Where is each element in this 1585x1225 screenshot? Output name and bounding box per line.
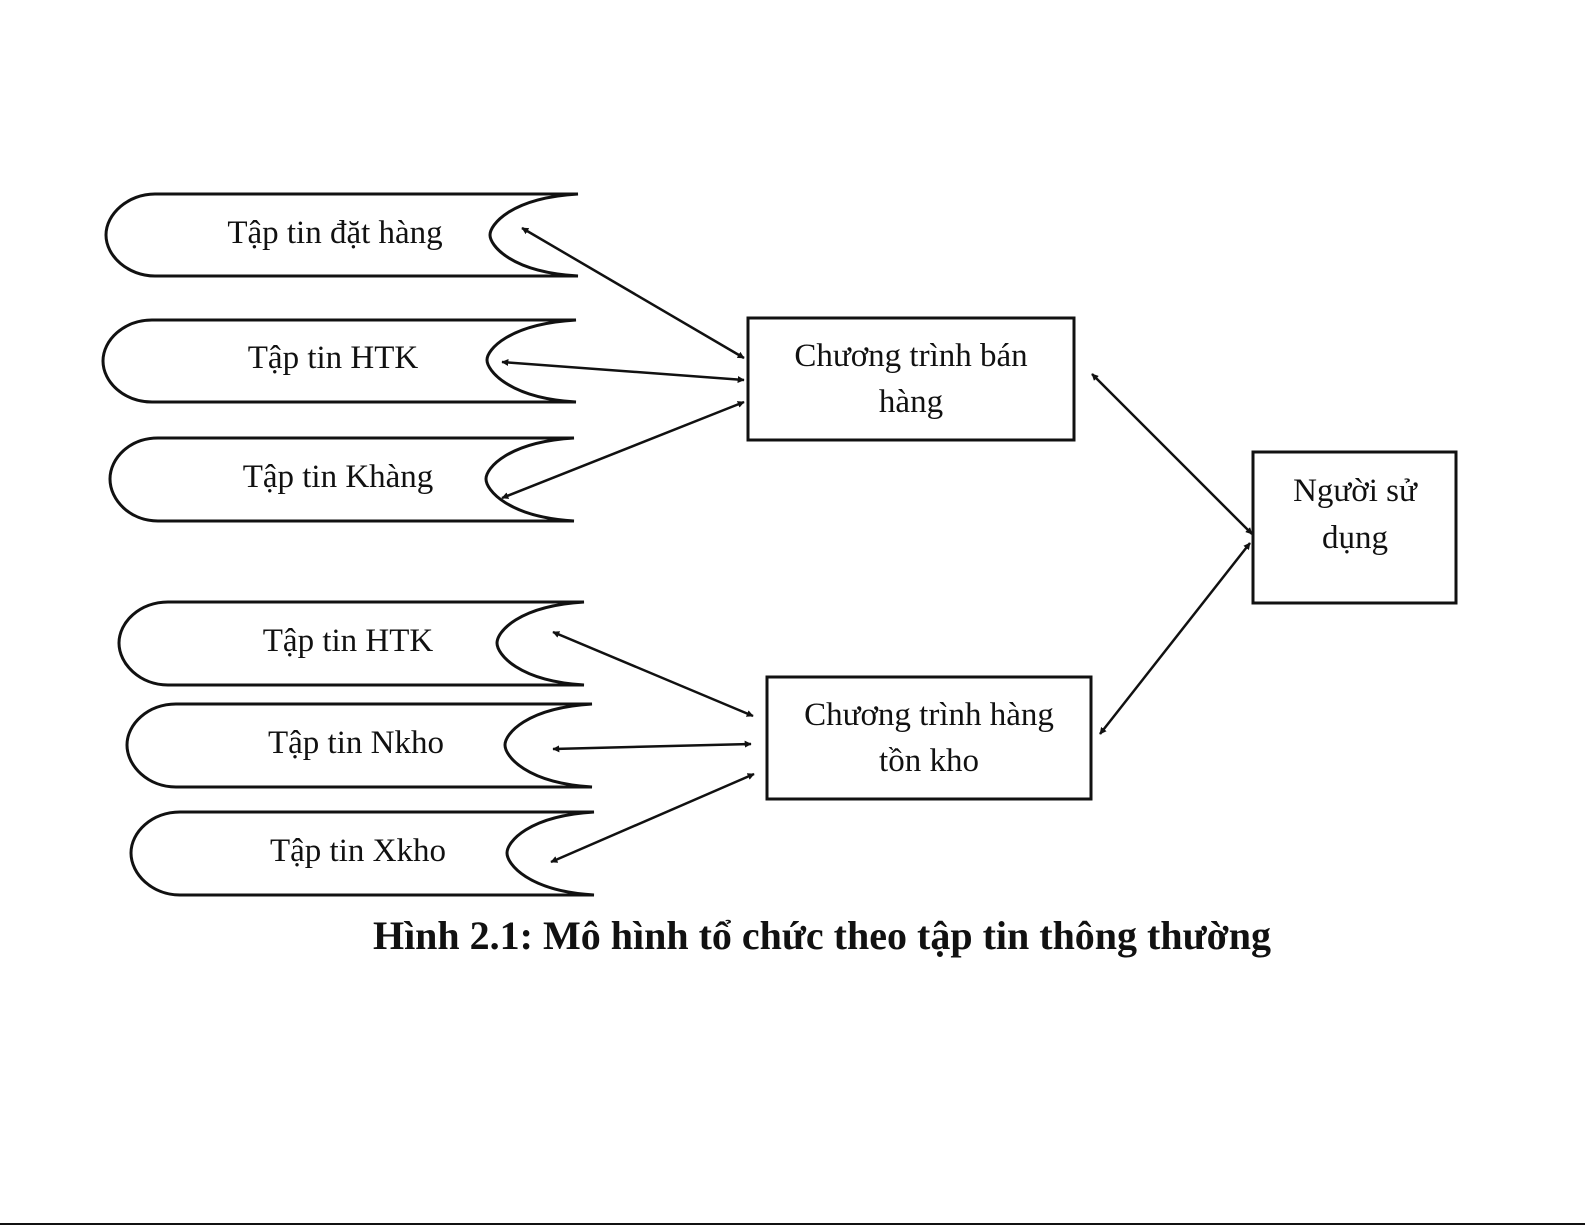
user-line-1: Người sử (1293, 473, 1418, 509)
file-nkho: Tập tin Nkho (127, 704, 592, 787)
user-line-2: dụng (1322, 520, 1388, 556)
file-order: Tập tin đặt hàng (106, 194, 578, 276)
file-htk-sales-label: Tập tin HTK (248, 340, 419, 376)
user-box: Người sử dụng (1253, 452, 1456, 603)
program-inventory-rect (767, 677, 1091, 799)
file-xkho-label: Tập tin Xkho (270, 833, 446, 869)
program-sales-line-2: hàng (879, 384, 943, 420)
file-htk-inventory: Tập tin HTK (119, 602, 584, 685)
program-inventory-line-2: tồn kho (879, 743, 979, 779)
program-sales-box: Chương trình bán hàng (748, 318, 1074, 440)
file-order-label: Tập tin đặt hàng (227, 215, 442, 251)
file-khang-label: Tập tin Khàng (243, 459, 434, 495)
arrow-nkho-inventory (553, 744, 751, 749)
file-htk-inventory-label: Tập tin HTK (263, 623, 434, 659)
file-xkho: Tập tin Xkho (131, 812, 594, 895)
arrow-order-sales (522, 228, 744, 358)
figure-caption: Hình 2.1: Mô hình tổ chức theo tập tin t… (373, 913, 1271, 958)
program-sales-rect (748, 318, 1074, 440)
file-nkho-label: Tập tin Nkho (268, 725, 444, 761)
arrow-khang-sales (502, 402, 744, 498)
arrow-inventory-user (1100, 543, 1250, 734)
program-inventory-line-1: Chương trình hàng (804, 697, 1054, 733)
arrow-sales-user (1092, 374, 1252, 534)
file-khang: Tập tin Khàng (110, 438, 574, 521)
arrow-htk-sales (502, 362, 744, 380)
program-sales-line-1: Chương trình bán (794, 338, 1027, 374)
program-inventory-box: Chương trình hàng tồn kho (767, 677, 1091, 799)
